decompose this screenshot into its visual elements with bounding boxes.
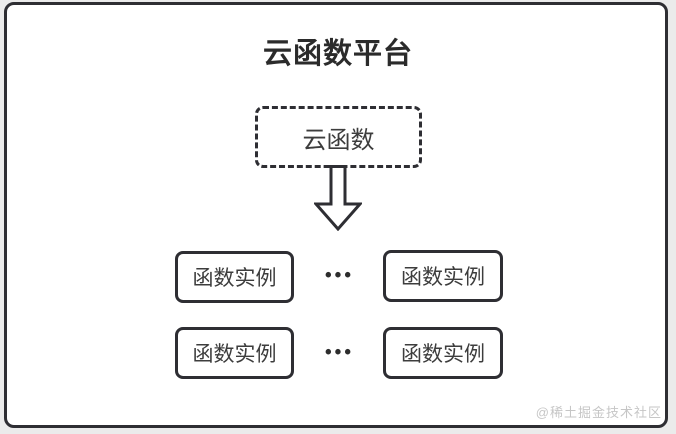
diagram-title: 云函数平台	[262, 38, 413, 70]
ellipsis-row-2: •••	[325, 342, 354, 363]
function-instance-label: 函数实例	[401, 343, 485, 366]
ellipsis-row-1: •••	[325, 265, 354, 286]
cloud-function-node: 云函数	[255, 106, 422, 168]
down-arrow-icon	[312, 165, 364, 232]
function-instance-label: 函数实例	[401, 266, 485, 289]
function-instance-label: 函数实例	[192, 343, 277, 366]
cloud-function-node-label: 云函数	[302, 126, 375, 154]
function-instance-box: 函数实例	[175, 251, 294, 303]
watermark: @稀土掘金技术社区	[535, 405, 662, 420]
function-instance-box: 函数实例	[383, 250, 503, 302]
function-instance-box: 函数实例	[175, 327, 294, 379]
function-instance-box: 函数实例	[383, 327, 503, 379]
function-instance-label: 函数实例	[192, 267, 277, 290]
